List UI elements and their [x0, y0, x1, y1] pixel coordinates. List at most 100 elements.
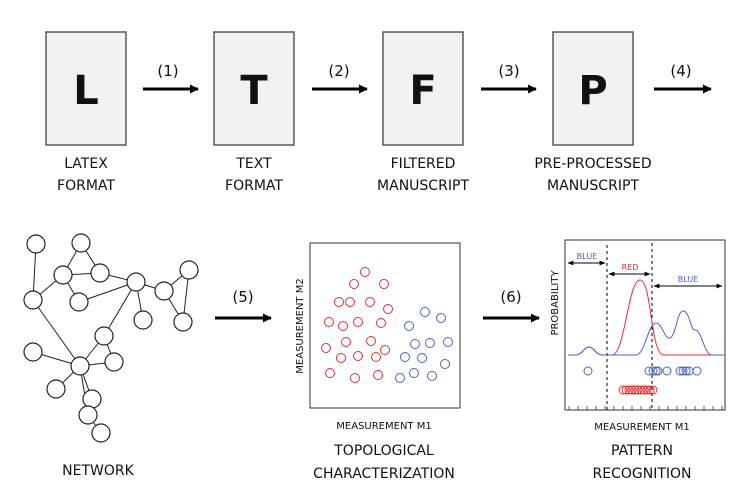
- pattern-frame: [564, 239, 726, 411]
- scatter-point-red: [336, 353, 346, 363]
- stage-caption-line2: FORMAT: [225, 178, 283, 194]
- scatter-point-blue: [425, 338, 435, 348]
- network-node: [94, 326, 114, 346]
- pattern-caption-line2: RECOGNITION: [593, 466, 692, 482]
- step-1-arrow: (1): [143, 62, 199, 94]
- scatter-point-red: [383, 304, 393, 314]
- stage-letter: F: [409, 68, 436, 114]
- stage-text: T TEXT FORMAT: [213, 31, 295, 194]
- step-label: (2): [328, 62, 349, 80]
- network-node: [133, 310, 153, 330]
- scatter-caption-line1: TOPOLOGICAL: [333, 443, 434, 459]
- stage-preprocessed: P PRE-PROCESSED MANUSCRIPT: [534, 31, 652, 194]
- scatter-plot: MEASUREMENT M1 MEASUREMENT M2: [295, 242, 461, 432]
- stage-caption-line1: TEXT: [235, 156, 272, 172]
- region-label-blue-left: BLUE: [577, 252, 597, 261]
- step-label: (5): [232, 288, 253, 306]
- scatter-point-red: [365, 297, 375, 307]
- network-node: [53, 265, 73, 285]
- pattern-y-label: PROBABILITY: [550, 270, 561, 336]
- scatter-point-red: [366, 336, 376, 346]
- scatter-point-blue: [395, 373, 405, 383]
- pattern-point-red: [630, 385, 640, 395]
- pattern-point-red: [627, 385, 637, 395]
- pattern-point-red: [639, 385, 649, 395]
- scatter-point-red: [353, 317, 363, 327]
- scatter-point-blue: [417, 353, 427, 363]
- pattern-point-red: [645, 385, 655, 395]
- pattern-plot: BLUE RED BLUE MEASUREMENT M1 PROBABILITY: [550, 239, 726, 433]
- network-edge: [78, 281, 137, 303]
- network-node: [46, 379, 66, 399]
- scatter-point-blue: [409, 368, 419, 378]
- pattern-x-ticks: [568, 406, 723, 410]
- step-2-arrow: (2): [312, 62, 368, 94]
- pattern-point-blue: [675, 366, 685, 376]
- scatter-point-blue: [427, 371, 437, 381]
- network-node: [23, 290, 43, 310]
- scatter-point-red: [371, 352, 381, 362]
- network-node: [69, 292, 89, 312]
- stage-letter: P: [578, 68, 607, 114]
- network-node: [154, 281, 174, 301]
- scatter-point-blue: [400, 352, 410, 362]
- region-label-blue-right: BLUE: [678, 275, 698, 284]
- pattern-point-red: [642, 385, 652, 395]
- scatter-point-red: [353, 351, 363, 361]
- network-node: [179, 260, 199, 280]
- network-node: [126, 272, 146, 292]
- scatter-point-red: [321, 343, 331, 353]
- pattern-point-red: [618, 385, 628, 395]
- pattern-point-red: [636, 385, 646, 395]
- step-label: (6): [500, 288, 521, 306]
- network-node: [26, 234, 46, 254]
- pattern-point-blue: [583, 366, 593, 376]
- step-label: (4): [670, 62, 691, 80]
- network-edge: [103, 281, 137, 337]
- pattern-points: [583, 366, 702, 395]
- stage-box: [213, 31, 295, 146]
- step-4-arrow: (4): [654, 62, 712, 94]
- stage-caption-line2: FORMAT: [57, 178, 115, 194]
- stage-box: [45, 31, 127, 146]
- stage-caption-line2: MANUSCRIPT: [547, 178, 639, 194]
- network-caption: NETWORK: [62, 463, 134, 479]
- step-label: (1): [157, 62, 178, 80]
- network-graph: [23, 233, 199, 443]
- pattern-point-red: [633, 385, 643, 395]
- scatter-point-blue: [410, 339, 420, 349]
- scatter-point-blue: [440, 359, 450, 369]
- scatter-y-label: MEASUREMENT M2: [295, 278, 306, 373]
- scatter-point-red: [350, 373, 360, 383]
- pattern-point-red: [624, 385, 634, 395]
- scatter-point-red: [379, 279, 389, 289]
- step-label: (3): [498, 62, 519, 80]
- network-node: [70, 356, 90, 376]
- pattern-point-blue: [681, 366, 691, 376]
- stage-caption-line1: PRE-PROCESSED: [534, 156, 651, 172]
- scatter-x-label: MEASUREMENT M1: [336, 421, 431, 432]
- pattern-point-blue: [662, 366, 672, 376]
- scatter-point-red: [373, 370, 383, 380]
- step-5-arrow: (5): [215, 288, 272, 323]
- scatter-point-red: [349, 279, 359, 289]
- scatter-point-blue: [436, 313, 446, 323]
- scatter-point-red: [334, 297, 344, 307]
- network-node: [104, 352, 124, 372]
- scatter-point-red: [325, 368, 335, 378]
- stage-filtered: F FILTERED MANUSCRIPT: [377, 31, 469, 194]
- network-node: [91, 423, 111, 443]
- scatter-point-blue: [404, 321, 414, 331]
- stage-caption-line1: LATEX: [64, 156, 108, 172]
- stage-letter: L: [73, 68, 99, 114]
- pattern-point-red: [621, 385, 631, 395]
- scatter-point-red: [360, 267, 370, 277]
- pattern-caption-line1: PATTERN: [611, 443, 673, 459]
- stage-letter: T: [240, 68, 268, 114]
- scatter-point-red: [376, 318, 386, 328]
- network-node: [78, 405, 98, 425]
- scatter-points: [321, 267, 453, 383]
- pattern-point-blue: [644, 366, 654, 376]
- scatter-point-blue: [420, 307, 430, 317]
